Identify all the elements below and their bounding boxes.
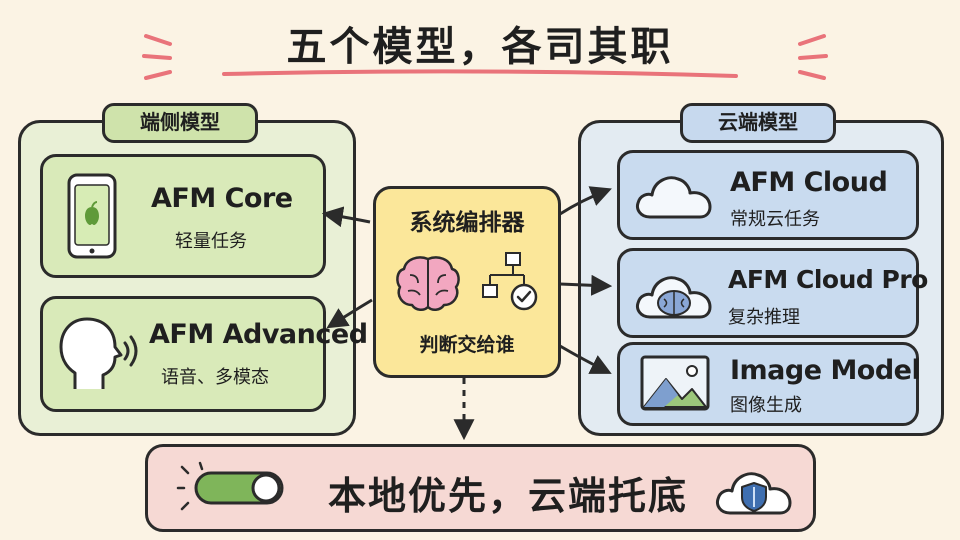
smartphone-icon — [67, 173, 117, 259]
arrow-to-afm-cloud-pro — [559, 274, 613, 296]
principle-text: 本地优先，云端托底 — [328, 474, 689, 518]
title-underline — [222, 69, 738, 78]
principle-box: 本地优先，云端托底 — [145, 444, 816, 532]
on-device-label: 端侧模型 — [102, 103, 258, 143]
afm-advanced-card: AFM Advanced 语音、多模态 — [40, 296, 368, 412]
page-title: 五个模型，各司其职 — [286, 24, 674, 70]
image-icon — [640, 355, 710, 411]
afm-cloud-pro-subtitle: 复杂推理 — [728, 307, 800, 328]
image-model-card: Image Model 图像生成 — [617, 342, 921, 426]
orchestrator-box: 系统编排器 判断交给谁 — [373, 186, 561, 378]
image-model-subtitle: 图像生成 — [730, 395, 802, 416]
afm-advanced-subtitle: 语音、多模态 — [161, 367, 269, 388]
afm-cloud-pro-title: AFM Cloud Pro — [728, 265, 928, 294]
afm-cloud-pro-card: AFM Cloud Pro 复杂推理 — [617, 248, 928, 338]
arrow-to-afm-core — [321, 206, 371, 228]
afm-core-card: AFM Core 轻量任务 — [40, 154, 326, 278]
afm-core-title: AFM Core — [151, 183, 293, 214]
afm-core-subtitle: 轻量任务 — [175, 231, 247, 252]
title-accent-right — [798, 34, 828, 80]
afm-cloud-card: AFM Cloud 常规云任务 — [617, 150, 919, 240]
orchestrator-subtitle: 判断交给谁 — [419, 334, 515, 356]
toggle-switch-icon — [176, 461, 284, 511]
cloud-brain-icon — [636, 276, 712, 319]
cloud-shield-icon — [716, 472, 792, 515]
cloud-icon — [636, 176, 712, 219]
arrow-to-afm-advanced — [326, 298, 373, 329]
cloud-label: 云端模型 — [680, 103, 836, 143]
arrow-to-afm-cloud — [559, 186, 612, 216]
flowchart-check-icon — [482, 252, 538, 311]
speaking-head-icon — [59, 317, 138, 389]
brain-icon — [396, 256, 460, 311]
afm-cloud-subtitle: 常规云任务 — [730, 209, 820, 230]
afm-cloud-title: AFM Cloud — [730, 167, 888, 198]
arrow-to-image-model — [559, 344, 612, 374]
title-accent-left — [142, 34, 172, 80]
image-model-title: Image Model — [730, 355, 921, 386]
orchestrator-title: 系统编排器 — [409, 210, 525, 236]
